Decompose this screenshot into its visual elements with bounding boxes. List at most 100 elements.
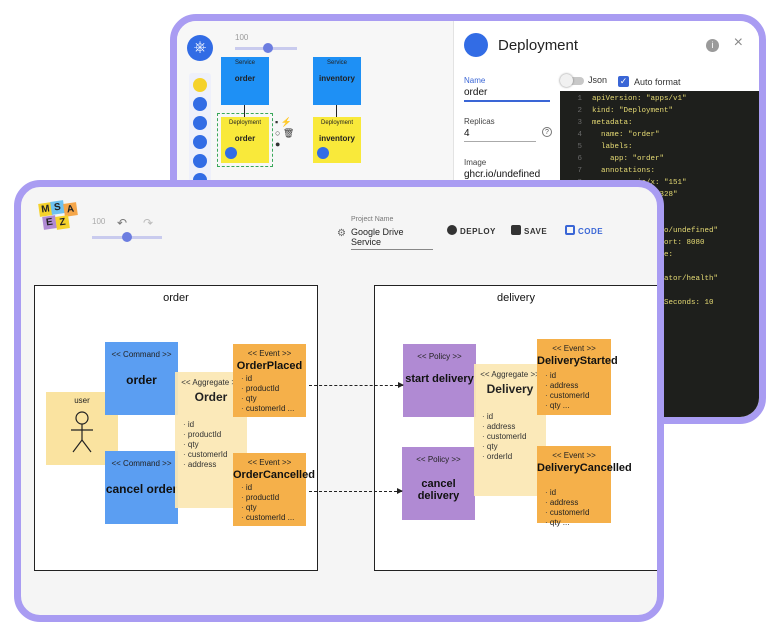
auto-format-label: Auto format — [634, 77, 681, 87]
aggregate-attributes: id address customerId qty orderId — [482, 412, 527, 462]
attribute: qty — [241, 394, 294, 404]
k8s-deployment-node[interactable]: Deployment order — [221, 117, 269, 163]
command-name: order — [126, 373, 157, 387]
event-sticky[interactable]: << Event >> OrderCancelled id productId … — [233, 453, 315, 526]
palette-item-icon[interactable] — [193, 135, 207, 149]
deployment-icon — [464, 33, 488, 57]
code-line: 7 annotations: — [560, 167, 655, 175]
k8s-service-node[interactable]: Service order — [221, 57, 269, 105]
sticky-tag: << Event >> — [552, 451, 596, 460]
aggregate-sticky[interactable]: << Aggregate >> Delivery id address cust… — [474, 364, 546, 496]
attribute: id — [545, 488, 589, 498]
sticky-tag: << Event >> — [552, 344, 596, 353]
palette-item-icon[interactable] — [193, 78, 207, 92]
line-number: 6 — [577, 155, 582, 163]
deployment-badge-icon — [225, 147, 237, 159]
sticky-tag: << Event >> — [247, 349, 292, 358]
replicas-field[interactable]: 4 — [464, 128, 536, 142]
sticky-tag: << Aggregate >> — [181, 378, 241, 387]
k8s-deployment-node[interactable]: Deployment inventory — [313, 117, 361, 163]
help-icon[interactable]: ? — [542, 127, 552, 137]
palette-item-icon[interactable] — [193, 116, 207, 130]
code-line: ghcr.io/undefined" — [560, 227, 718, 235]
node-type: Service — [326, 60, 347, 66]
node-type: Deployment — [228, 120, 261, 126]
undo-icon[interactable]: ↶ — [117, 216, 128, 230]
event-name: OrderPlaced — [236, 360, 303, 372]
project-name-field[interactable]: Google Drive Service — [351, 227, 433, 250]
close-icon[interactable]: × — [733, 34, 743, 51]
code-line: 6 app: "order" — [560, 155, 664, 163]
code-line: 4 name: "order" — [560, 131, 659, 139]
attribute: productId — [241, 384, 294, 394]
policy-name: start delivery — [405, 373, 474, 385]
k8s-service-node[interactable]: Service inventory — [313, 57, 361, 105]
attribute: qty — [482, 442, 526, 452]
node-type: Service — [234, 60, 255, 66]
attribute: address — [545, 381, 589, 391]
json-toggle[interactable] — [560, 74, 584, 87]
line-number: 4 — [577, 131, 582, 139]
auto-format-checkbox[interactable]: ✓ — [618, 76, 629, 87]
deploy-button[interactable]: DEPLOY — [447, 225, 496, 236]
code-text: lDelaySeconds: 10 — [637, 299, 714, 307]
project-name-label: Project Name — [351, 216, 394, 223]
attribute: id — [241, 374, 294, 384]
code-text: apiVersion: "apps/v1" — [592, 95, 687, 103]
name-label: Name — [464, 76, 486, 85]
code-line: "328" — [560, 191, 678, 199]
command-name: cancel order — [105, 482, 178, 496]
palette-item-icon[interactable] — [193, 97, 207, 111]
deployment-badge-icon — [317, 147, 329, 159]
zoom-slider[interactable] — [235, 43, 297, 53]
deploy-icon — [447, 225, 457, 235]
replicas-label: Replicas — [464, 117, 495, 126]
attribute: customerId — [545, 508, 590, 518]
policy-sticky[interactable]: << Policy >> start delivery — [403, 344, 476, 417]
attribute: customerId — [545, 391, 590, 401]
zoom-slider[interactable] — [92, 232, 162, 242]
attribute: id — [183, 420, 227, 430]
zoom-slider-knob[interactable] — [263, 43, 273, 53]
user-icon — [71, 411, 93, 453]
event-flow-arrow — [309, 382, 404, 388]
info-icon[interactable]: i — [706, 39, 719, 52]
code-text: "328" — [655, 191, 678, 199]
sticky-tag: << Aggregate >> — [480, 370, 540, 379]
command-sticky[interactable]: << Command >> cancel order — [105, 451, 178, 524]
attribute: orderId — [482, 452, 526, 462]
zoom-slider-knob[interactable] — [122, 232, 132, 242]
bounded-context-title: order — [163, 292, 189, 304]
image-label: Image — [464, 158, 487, 167]
save-label: SAVE — [524, 227, 548, 236]
save-button[interactable]: SAVE — [511, 225, 547, 236]
policy-sticky[interactable]: << Policy >> cancel delivery — [402, 447, 475, 520]
policy-name: cancel delivery — [417, 478, 460, 502]
attribute: qty ... — [545, 518, 589, 528]
event-attributes: id address customerId qty ... — [545, 371, 590, 411]
gear-icon[interactable]: ⚙ — [337, 228, 346, 239]
connector-line — [244, 105, 245, 117]
kubernetes-logo-icon: ⎈ — [187, 35, 213, 61]
aggregate-name: Delivery — [486, 382, 534, 396]
attribute: productId — [183, 430, 227, 440]
command-sticky[interactable]: << Command >> order — [105, 342, 178, 415]
line-number: 7 — [577, 167, 582, 175]
sticky-tag: << Policy >> — [417, 352, 462, 361]
name-field[interactable]: order — [464, 87, 550, 102]
code-text: app: "order" — [592, 155, 665, 163]
zoom-value: 100 — [235, 33, 249, 42]
panel-title: Deployment — [498, 37, 579, 54]
node-tool-icons[interactable]: ▪ ⚡○ 🗑● — [275, 117, 295, 149]
attribute: address — [545, 498, 589, 508]
code-line: "/actuator/health" — [560, 275, 718, 283]
palette-item-icon[interactable] — [193, 154, 207, 168]
line-number: 2 — [577, 107, 582, 115]
event-sticky[interactable]: << Event >> OrderPlaced id productId qty… — [233, 344, 306, 417]
event-sticky[interactable]: << Event >> DeliveryCancelled id address… — [537, 446, 632, 527]
redo-icon[interactable]: ↷ — [143, 216, 154, 230]
code-button[interactable]: CODE — [565, 225, 603, 236]
event-sticky[interactable]: << Event >> DeliveryStarted id address c… — [537, 339, 618, 415]
